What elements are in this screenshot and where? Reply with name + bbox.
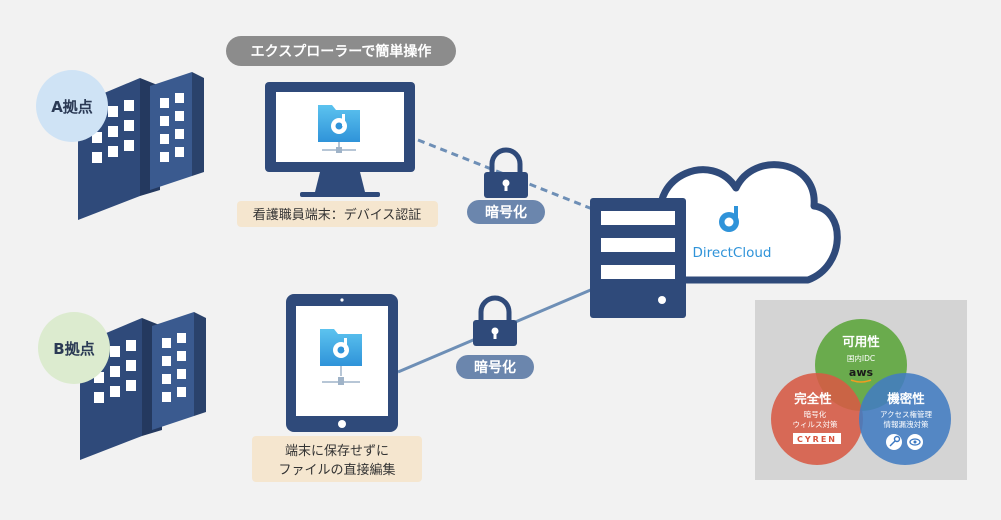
aws-logo: aws [849,366,874,379]
cloud-brand-label: DirectCloud [693,245,772,261]
integrity-circle [771,373,863,465]
integrity-title: 完全性 [794,391,832,406]
folder-icon [318,105,360,153]
key-icon [886,434,902,450]
site-a-building-icon [78,72,204,220]
tablet-caption-line1: 端末に保存せずに [285,444,389,459]
site-a-badge: A拠点 [36,70,108,142]
site-a-label: A拠点 [51,98,93,116]
confidentiality-sub1: アクセス権管理 [880,409,933,419]
explorer-badge-label: エクスプローラーで簡単操作 [251,43,432,60]
site-b-badge: B拠点 [38,312,110,384]
confidentiality-circle [859,373,951,465]
availability-title: 可用性 [842,334,880,349]
cyren-logo: CYREN [797,435,837,444]
tablet-caption-line2: ファイルの直接編集 [278,462,395,478]
availability-sub: 国内IDC [847,353,875,363]
site-b-building-icon [80,312,206,460]
confidentiality-title: 機密性 [887,391,925,406]
tablet-folder-icon [320,329,362,385]
confidentiality-sub2: 情報漏洩対策 [884,419,929,429]
encrypt-label-bottom: 暗号化 [474,359,516,376]
tablet-caption: 端末に保存せずに ファイルの直接編集 [252,436,422,482]
encrypt-badge-bottom: 暗号化 [456,355,534,379]
pc-caption-label: 看護職員端末：デバイス認証 [253,207,422,223]
explorer-badge: エクスプローラーで簡単操作 [226,36,456,66]
integrity-sub1: 暗号化 [804,409,827,419]
venn-diagram [771,319,951,465]
lock-icon [484,147,528,198]
server-icon [590,198,686,318]
site-b-label: B拠点 [53,340,94,358]
encrypt-badge-top: 暗号化 [467,200,545,224]
aws-smile-icon [850,379,872,383]
cyren-logo-bg [793,433,841,444]
integrity-sub2: ウィルス対策 [793,419,838,429]
eye-icon [907,434,923,450]
encrypt-label-top: 暗号化 [485,204,527,221]
pc-caption: 看護職員端末：デバイス認証 [237,201,438,227]
lock-icon [473,295,517,346]
